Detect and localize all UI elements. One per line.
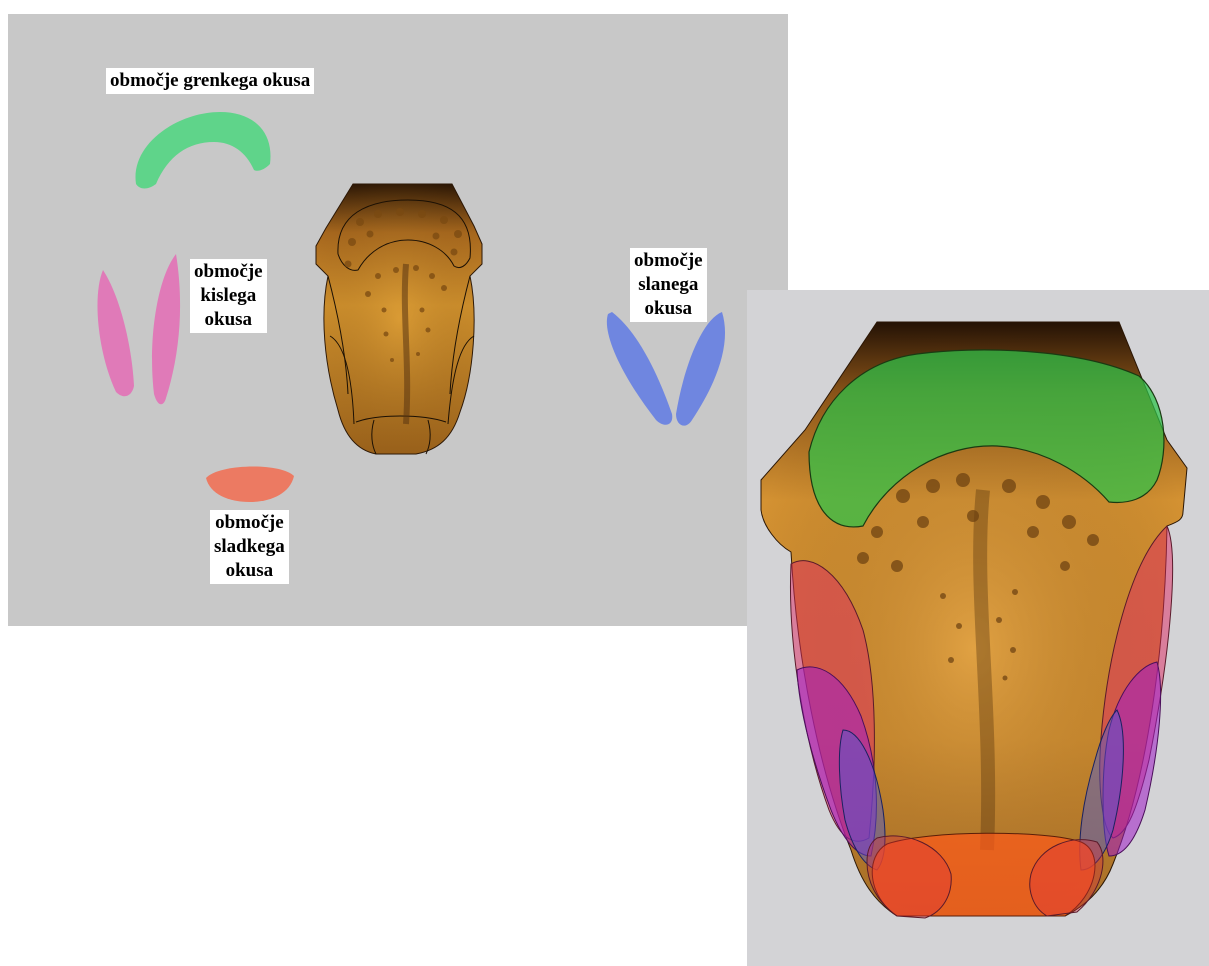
- bitter-region-label: območje grenkega okusa: [106, 68, 314, 94]
- salty-label-line-2: slanega: [634, 273, 703, 297]
- salty-region-right-shape: [676, 312, 725, 426]
- sour-label-line-1: območje: [194, 260, 263, 284]
- taste-regions-panel: območje grenkega okusa območje kislega o…: [8, 14, 788, 626]
- bitter-region-shape: [135, 112, 270, 189]
- sour-label-line-2: kislega: [194, 284, 263, 308]
- tongue-map-panel: [747, 290, 1209, 966]
- salty-region-label: območje slanega okusa: [630, 248, 707, 322]
- sour-region-label: območje kislega okusa: [190, 259, 267, 333]
- sweet-region-shape: [206, 466, 294, 502]
- salty-region-left-shape: [607, 312, 672, 425]
- sweet-label-line-3: okusa: [214, 559, 285, 583]
- sweet-region-label: območje sladkega okusa: [210, 510, 289, 584]
- sweet-label-line-2: sladkega: [214, 535, 285, 559]
- sour-label-line-3: okusa: [194, 308, 263, 332]
- tongue-map-drawing: [747, 290, 1209, 966]
- sour-region-right-shape: [152, 254, 180, 404]
- sour-region-left-shape: [97, 270, 134, 396]
- salty-label-line-1: območje: [634, 249, 703, 273]
- sweet-label-line-1: območje: [214, 511, 285, 535]
- salty-label-line-3: okusa: [634, 297, 703, 321]
- tongue-illustration: [316, 184, 482, 454]
